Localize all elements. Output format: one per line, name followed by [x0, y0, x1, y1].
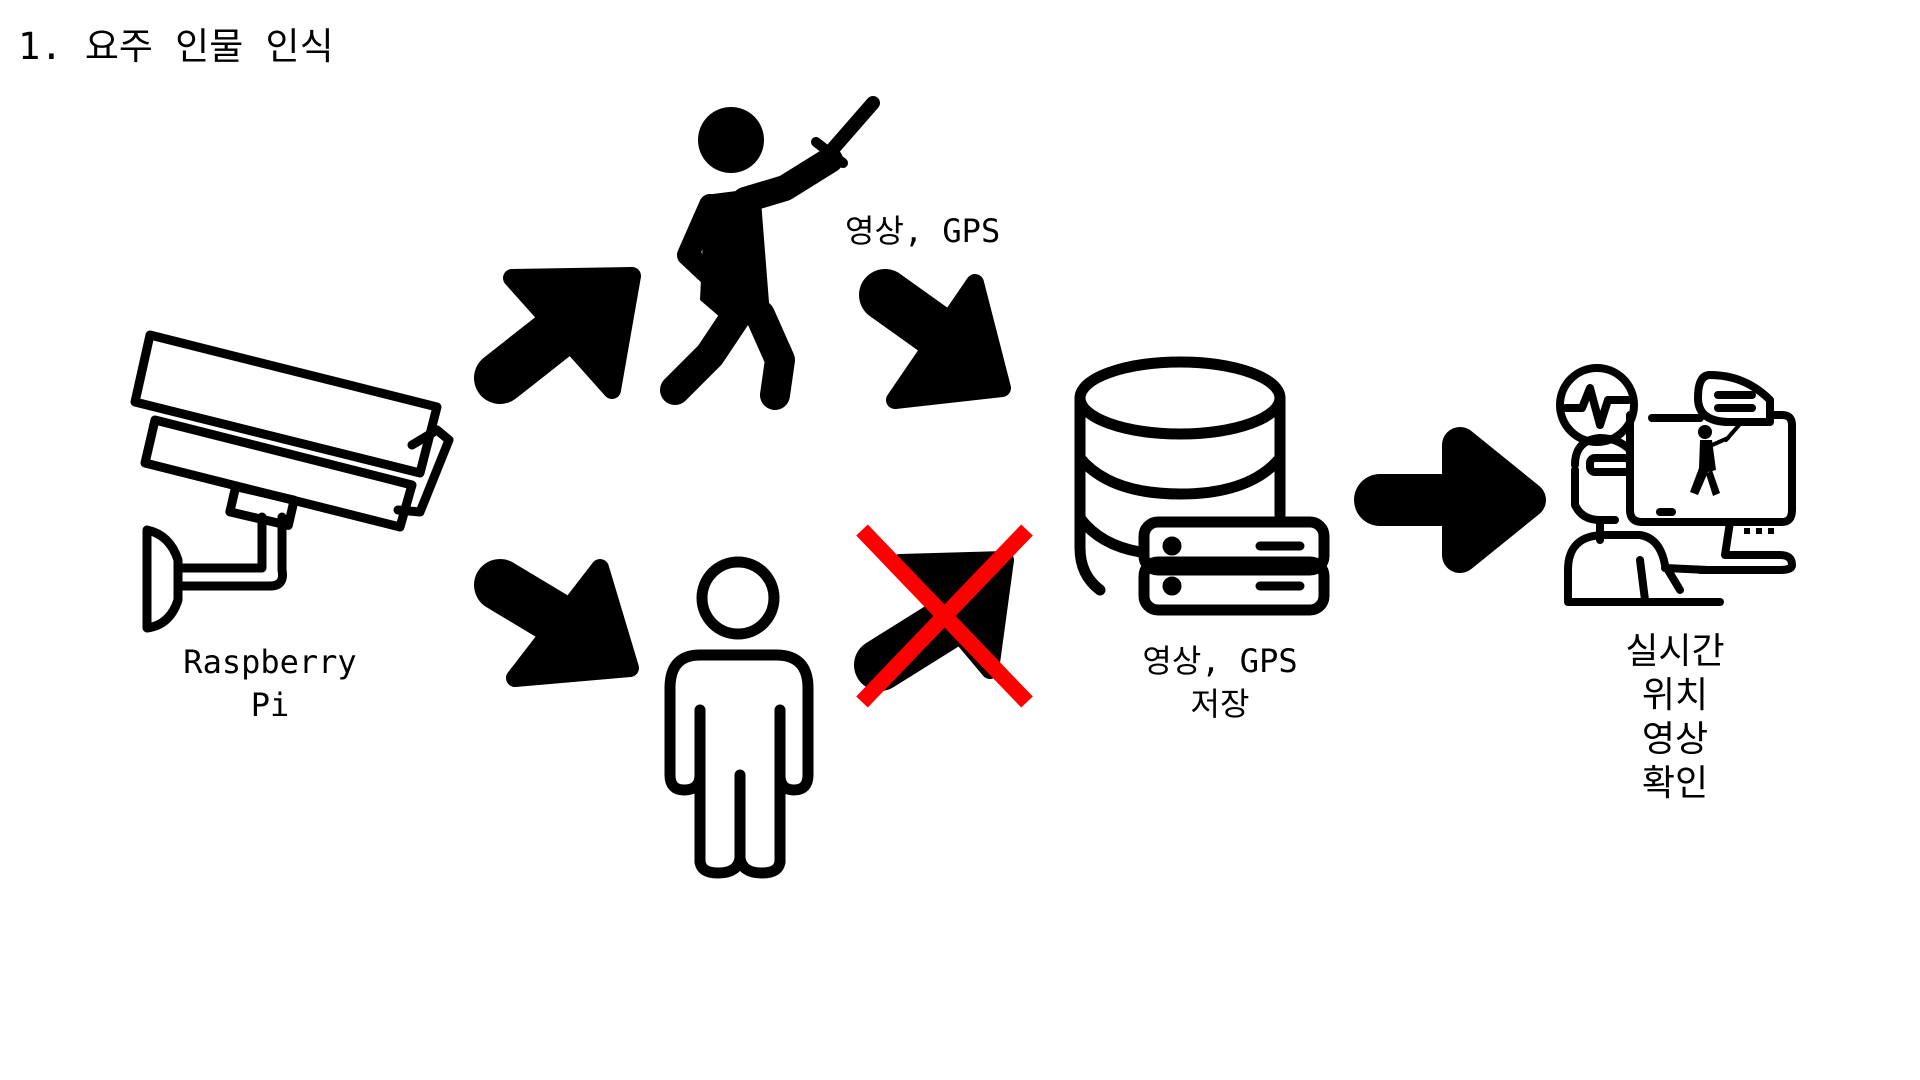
database-server-icon — [1074, 356, 1330, 616]
armed-person-icon — [660, 96, 880, 410]
database-label: 영상, GPS 저장 — [1142, 642, 1298, 724]
monitoring-operator-icon — [1556, 364, 1796, 606]
arrow-icon — [474, 559, 639, 687]
page-title: 1. 요주 인물 인식 — [18, 25, 334, 68]
arrow-icon — [859, 269, 1011, 409]
arrow-icon — [474, 267, 641, 404]
camera-label: Raspberry Pi — [183, 643, 357, 725]
edge-label-video-gps: 영상, GPS — [845, 212, 1001, 250]
person-icon — [664, 556, 814, 879]
monitor-label: 실시간 위치 영상 확인 — [1625, 631, 1725, 804]
arrow-icon — [1354, 427, 1546, 573]
cctv-camera-icon — [130, 330, 454, 633]
cross-icon — [856, 524, 1033, 708]
